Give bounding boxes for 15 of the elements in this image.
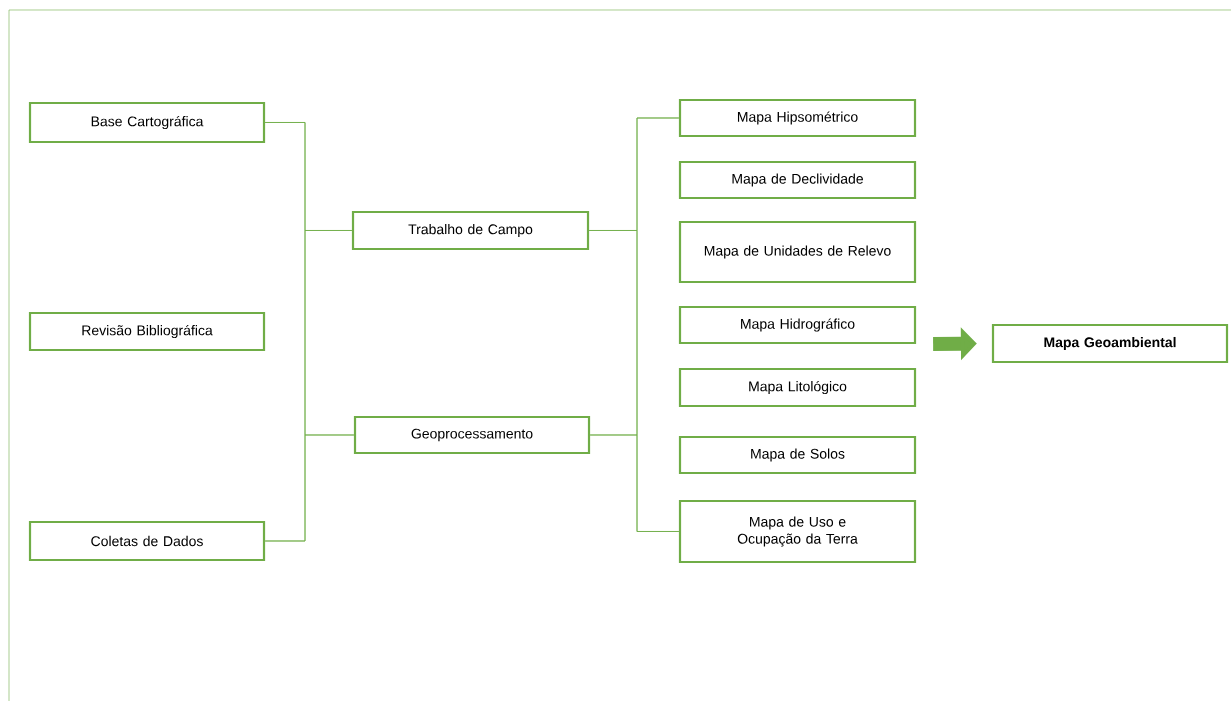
process-box: Mapa Geoambiental [991,323,1229,364]
process-box: Coletas de Dados [28,520,266,562]
process-box: Mapa de Solos [678,435,917,475]
process-box: Mapa de Unidades de Relevo [678,220,917,284]
process-box: Revisão Bibliográfica [28,311,266,352]
connector-line [589,434,680,532]
process-box: Mapa Litológico [678,367,917,408]
process-box: Mapa Hipsométrico [678,98,917,138]
process-box: Trabalho de Campo [351,210,590,251]
process-box: Mapa de Declividade [678,160,917,200]
process-box: Base Cartográfica [28,101,266,144]
process-box: Mapa Hidrográfico [678,305,917,345]
process-box: Geoprocessamento [353,415,591,455]
process-box: Mapa de Uso e Ocupação da Terra [678,499,917,564]
connector-line [264,434,355,542]
